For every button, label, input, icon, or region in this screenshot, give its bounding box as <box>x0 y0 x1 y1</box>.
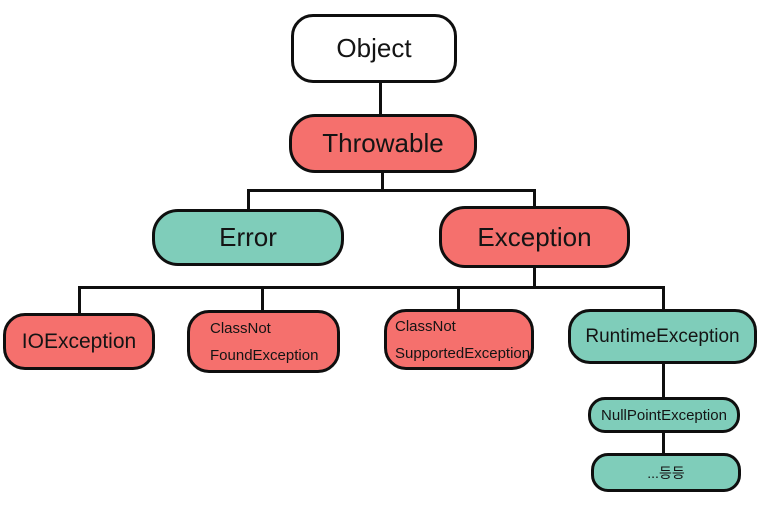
connector-bus-exception-children <box>78 286 665 289</box>
node-etc-label: ...등등 <box>647 464 685 481</box>
connector-drop-error <box>247 189 250 210</box>
connector-drop-classnotsupported <box>457 286 460 310</box>
connector-drop-runtimeexception <box>662 286 665 310</box>
node-error-label: Error <box>219 222 277 252</box>
node-etc: ...등등 <box>591 453 741 492</box>
connector-bus-throwable-children <box>247 189 536 192</box>
node-classnotfoundexception: ClassNot FoundException <box>187 310 340 373</box>
node-exception: Exception <box>439 206 630 268</box>
connector-drop-exception <box>533 189 536 207</box>
connector-drop-classnotfound <box>261 286 264 311</box>
connector-drop-ioexception <box>78 286 81 314</box>
node-classnotfoundexception-label-line1: ClassNot <box>210 319 271 337</box>
node-classnotsupportedexception: ClassNot SupportedException <box>384 309 534 370</box>
node-throwable: Throwable <box>289 114 477 173</box>
node-ioexception: IOException <box>3 313 155 370</box>
node-nullpointexception: NullPointException <box>588 397 740 433</box>
node-ioexception-label: IOException <box>21 329 137 353</box>
node-object-label: Object <box>336 33 412 63</box>
node-classnotfoundexception-label-line2: FoundException <box>210 346 319 364</box>
connector-throwable-stub <box>381 172 384 191</box>
connector-runtime-nullpoint <box>662 363 665 398</box>
node-classnotsupportedexception-label-line2: SupportedException <box>395 344 531 362</box>
node-throwable-label: Throwable <box>322 128 444 158</box>
connector-object-throwable <box>379 83 382 115</box>
node-error: Error <box>152 209 344 266</box>
node-runtimeexception-label: RuntimeException <box>585 325 740 347</box>
node-nullpointexception-label: NullPointException <box>601 406 727 424</box>
connector-nullpoint-etc <box>662 432 665 454</box>
node-exception-label: Exception <box>477 221 592 252</box>
node-classnotsupportedexception-label-line1: ClassNot <box>395 317 456 335</box>
connector-exception-stub <box>533 267 536 288</box>
node-object: Object <box>291 14 457 83</box>
node-runtimeexception: RuntimeException <box>568 309 757 364</box>
